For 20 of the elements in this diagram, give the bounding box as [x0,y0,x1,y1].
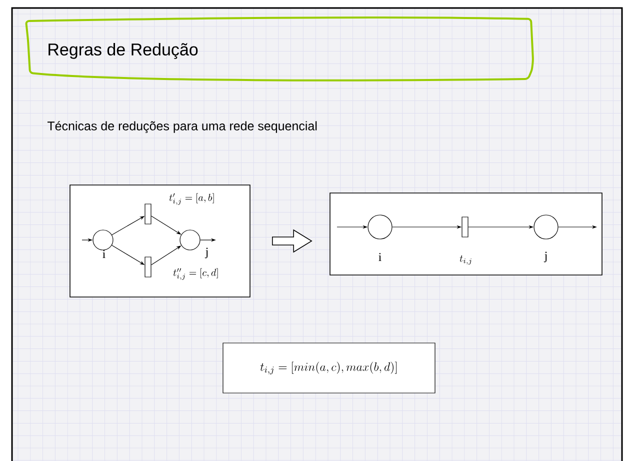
place-circle [534,214,558,240]
block-arrow [272,229,312,253]
diagram-panel [70,184,250,298]
transition-bar [144,256,152,278]
transition-label: $t''_{i,j} = [c, d]$ [173,268,218,280]
formula-box: $t_{i,j} = [min(a, c), max(b, d)]$ [222,342,436,394]
subtitle-text: Técnicas de reduções para uma rede sequencial [47,121,317,133]
diagram-panel [330,192,602,276]
place-circle [368,214,392,240]
transition-bar [462,216,468,238]
place-label: i [102,250,106,258]
place-circle [180,230,200,250]
title-box: Regras de Redução [25,16,534,82]
transition-label: $t_{i,j}$ [460,255,472,265]
place-label: i [378,253,382,261]
place-circle [92,230,114,250]
place-label: j [544,252,547,262]
transition-bar [144,204,152,224]
place-label: j [205,248,208,258]
transition-label: $t'_{i,j} = [a, b]$ [169,193,214,205]
